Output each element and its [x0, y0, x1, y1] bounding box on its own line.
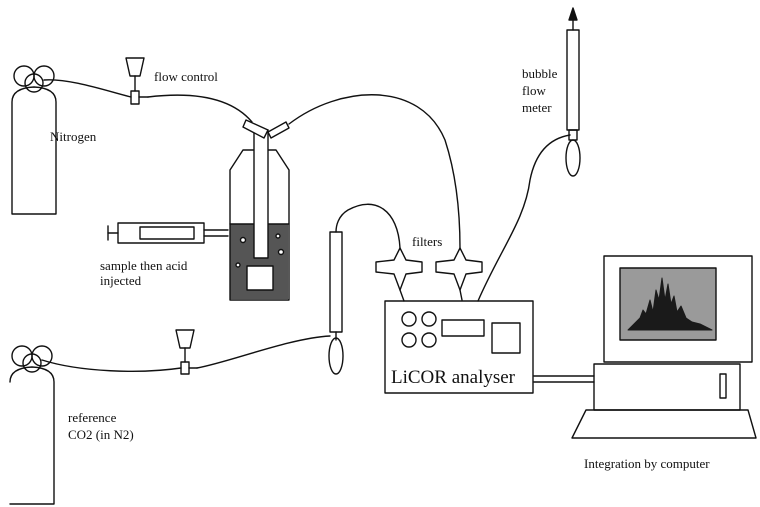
tube-left-filter-down: [399, 289, 405, 302]
tube-ref-to-valve: [41, 359, 182, 372]
bubble-label-line2: flow: [522, 83, 546, 98]
tube-left-filter-to-column: [335, 203, 401, 249]
flow-control-label: flow control: [154, 69, 218, 84]
licor-analyser: [384, 300, 534, 394]
bubble-flow-meter: [565, 7, 581, 177]
reference-label-line1: reference: [68, 410, 117, 425]
integration-label: Integration by computer: [584, 456, 710, 471]
bubble-label-line3: meter: [522, 100, 552, 115]
tube-valve-to-column: [196, 335, 331, 369]
chromatogram-peaks: [627, 277, 713, 331]
sample-label-line2: injected: [100, 273, 142, 288]
nitrogen-label: Nitrogen: [50, 129, 97, 144]
reference-cylinder: [9, 345, 55, 505]
filter-right: [435, 247, 483, 291]
reference-label-line2: CO2 (in N2): [68, 427, 134, 442]
flow-control-valve-bottom: [175, 329, 198, 375]
drying-column: [328, 231, 344, 375]
tube-valve-to-vessel: [147, 94, 253, 123]
filters-label: filters: [412, 234, 443, 249]
bubble-label-line1: bubble: [522, 66, 558, 81]
tubing: [41, 79, 571, 372]
tube-vessel-to-filter: [288, 94, 461, 249]
analyser-label: LiCOR analyser: [391, 367, 516, 388]
tube-n2-to-valve: [43, 79, 132, 98]
computer: [533, 255, 757, 439]
nitrogen-cylinder: [11, 65, 57, 215]
flow-control-valve-top: [125, 57, 149, 105]
filter-left: [375, 247, 423, 291]
tube-filter-to-meter: [459, 134, 571, 302]
syringe: [107, 222, 229, 244]
reaction-vessel: [229, 119, 290, 301]
sample-label-line1: sample then acid: [100, 258, 188, 273]
